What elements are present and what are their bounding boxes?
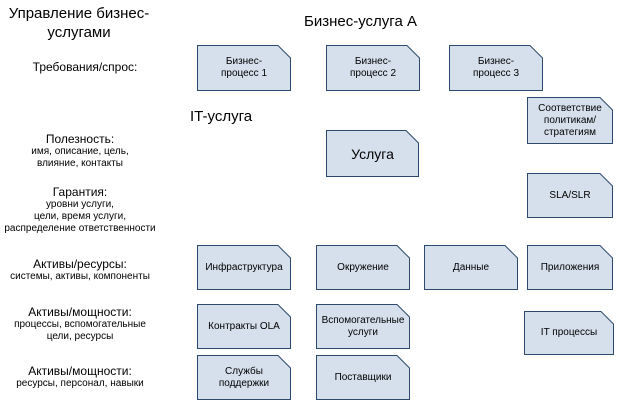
row-label-warranty: Гарантия: уровни услуги, цели, время усл… bbox=[4, 185, 156, 234]
box-shape bbox=[527, 173, 613, 218]
box-shape bbox=[197, 45, 291, 91]
box-shape bbox=[326, 45, 420, 91]
box-service: Услуга bbox=[326, 130, 419, 177]
diagram-title: Управление бизнес- услугами bbox=[8, 5, 150, 41]
box-data: Данные bbox=[424, 245, 518, 290]
box-shape bbox=[316, 245, 410, 290]
box-shape bbox=[316, 355, 410, 400]
box-business-process-2: Бизнес- процесс 2 bbox=[326, 45, 420, 91]
box-applications: Приложения bbox=[527, 245, 613, 290]
box-ola-contracts: Контракты OLA bbox=[197, 304, 291, 349]
row-label-utility: Полезность: имя, описание, цель, влияние… bbox=[31, 132, 129, 169]
row-label-assets-capabilities-1: Активы/мощности: процессы, вспомогательн… bbox=[14, 305, 146, 342]
box-sla-slr: SLA/SLR bbox=[527, 173, 613, 218]
box-shape bbox=[326, 130, 419, 177]
row-label-assets-resources: Активы/ресурсы: системы, активы, компоне… bbox=[10, 257, 150, 282]
box-business-process-3: Бизнес- процесс 3 bbox=[449, 45, 543, 91]
box-shape bbox=[424, 245, 518, 290]
box-shape bbox=[197, 245, 291, 290]
box-environment: Окружение bbox=[316, 245, 410, 290]
box-it-processes: IT процессы bbox=[524, 311, 614, 355]
box-shape bbox=[197, 355, 291, 400]
box-support-services: Службы поддержки bbox=[197, 355, 291, 400]
box-infrastructure: Инфраструктура bbox=[197, 245, 291, 290]
box-policy-compliance: Соответствие политикам/ стратегиям bbox=[527, 97, 613, 144]
box-supporting-services: Вспомогательные услуги bbox=[316, 304, 410, 349]
it-service-title: IT-услуга bbox=[190, 108, 253, 125]
box-shape bbox=[527, 97, 613, 144]
business-service-title: Бизнес-услуга А bbox=[304, 13, 417, 30]
row-label-requirements: Требования/спрос: bbox=[32, 60, 138, 74]
row-label-assets-capabilities-2: Активы/мощности: ресурсы, персонал, навы… bbox=[16, 364, 144, 389]
box-business-process-1: Бизнес- процесс 1 bbox=[197, 45, 291, 91]
box-shape bbox=[527, 245, 613, 290]
box-suppliers: Поставщики bbox=[316, 355, 410, 400]
box-shape bbox=[316, 304, 410, 349]
box-shape bbox=[197, 304, 291, 349]
box-shape bbox=[449, 45, 543, 91]
box-shape bbox=[524, 311, 614, 355]
